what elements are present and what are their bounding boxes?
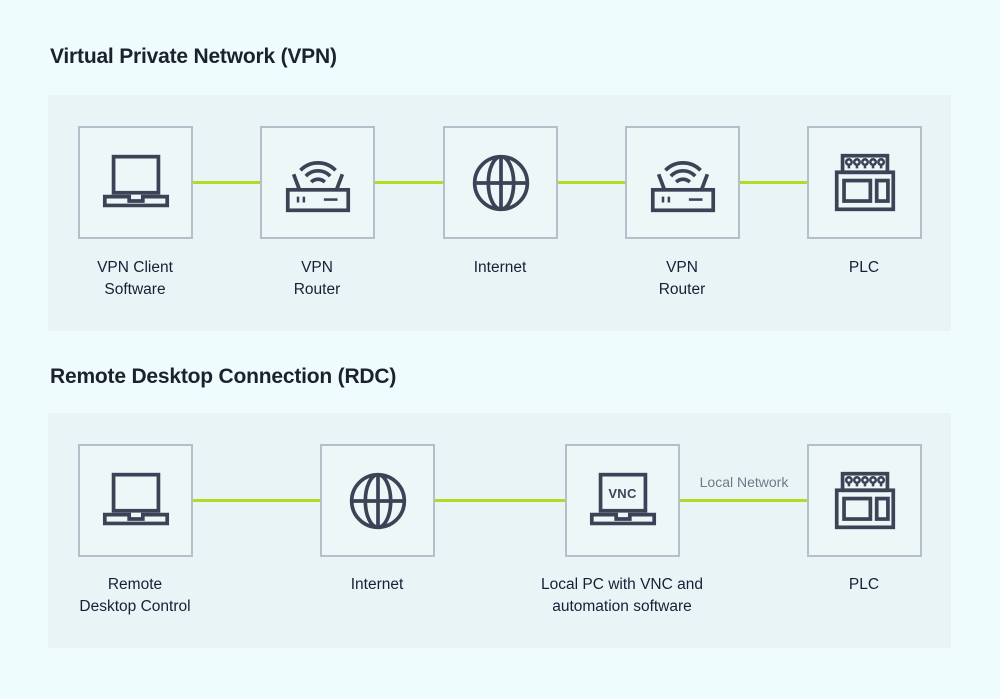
node-plc-rdc [807, 444, 922, 557]
wifi-router-icon [650, 160, 715, 212]
laptop-icon [102, 472, 169, 525]
connector-line [740, 181, 807, 184]
local-network-label: Local Network [699, 474, 789, 490]
laptop-vnc-icon [589, 472, 656, 525]
node-label-line: VPN [666, 259, 698, 276]
node-label-line: automation software [552, 598, 692, 615]
node-vpn-router-2 [625, 126, 740, 239]
plc-icon [834, 153, 895, 211]
node-internet-vpn [443, 126, 558, 239]
node-label: Internet [405, 257, 595, 279]
node-internet-rdc [320, 444, 435, 557]
node-label-line: PLC [848, 576, 880, 593]
globe-icon [349, 472, 406, 529]
node-label: Internet [282, 574, 472, 596]
vnc-screen-text: VNC [608, 486, 637, 501]
node-label-line: Desktop Control [79, 598, 191, 615]
connector-line [193, 499, 320, 502]
section-title-rdc: Remote Desktop Connection (RDC) [50, 365, 397, 388]
globe-icon [472, 154, 529, 211]
node-label: VPN Client Software [40, 257, 230, 301]
node-label: VPN Router [587, 257, 777, 301]
node-vpn-client [78, 126, 193, 239]
node-label-line: VPN [301, 259, 333, 276]
node-label-line: PLC [848, 259, 880, 276]
connector-line [435, 499, 565, 502]
rdc-diagram-panel [48, 413, 951, 648]
node-label: Local PC with VNC and automation softwar… [507, 574, 737, 618]
node-label-line: Internet [473, 259, 527, 276]
section-title-vpn: Virtual Private Network (VPN) [50, 45, 337, 68]
node-label: Remote Desktop Control [40, 574, 230, 618]
node-label-line: Router [658, 281, 706, 298]
node-label-line: Router [293, 281, 341, 298]
node-label-line: Local PC with VNC and [541, 576, 703, 593]
plc-icon [834, 471, 895, 529]
node-label-line: VPN Client [97, 259, 173, 276]
node-local-pc-vnc: VNC [565, 444, 680, 557]
node-plc-vpn [807, 126, 922, 239]
connector-line [375, 181, 443, 184]
node-vpn-router-1 [260, 126, 375, 239]
node-label-line: Software [104, 281, 166, 298]
laptop-icon [102, 154, 169, 207]
connector-line [680, 499, 807, 502]
node-label: PLC [769, 257, 959, 279]
node-label-line: Internet [350, 576, 404, 593]
node-label: PLC [769, 574, 959, 596]
node-label-line: Remote [107, 576, 163, 593]
connector-line [193, 181, 260, 184]
node-label: VPN Router [222, 257, 412, 301]
wifi-router-icon [285, 160, 350, 212]
node-remote-desktop [78, 444, 193, 557]
connector-line [558, 181, 625, 184]
